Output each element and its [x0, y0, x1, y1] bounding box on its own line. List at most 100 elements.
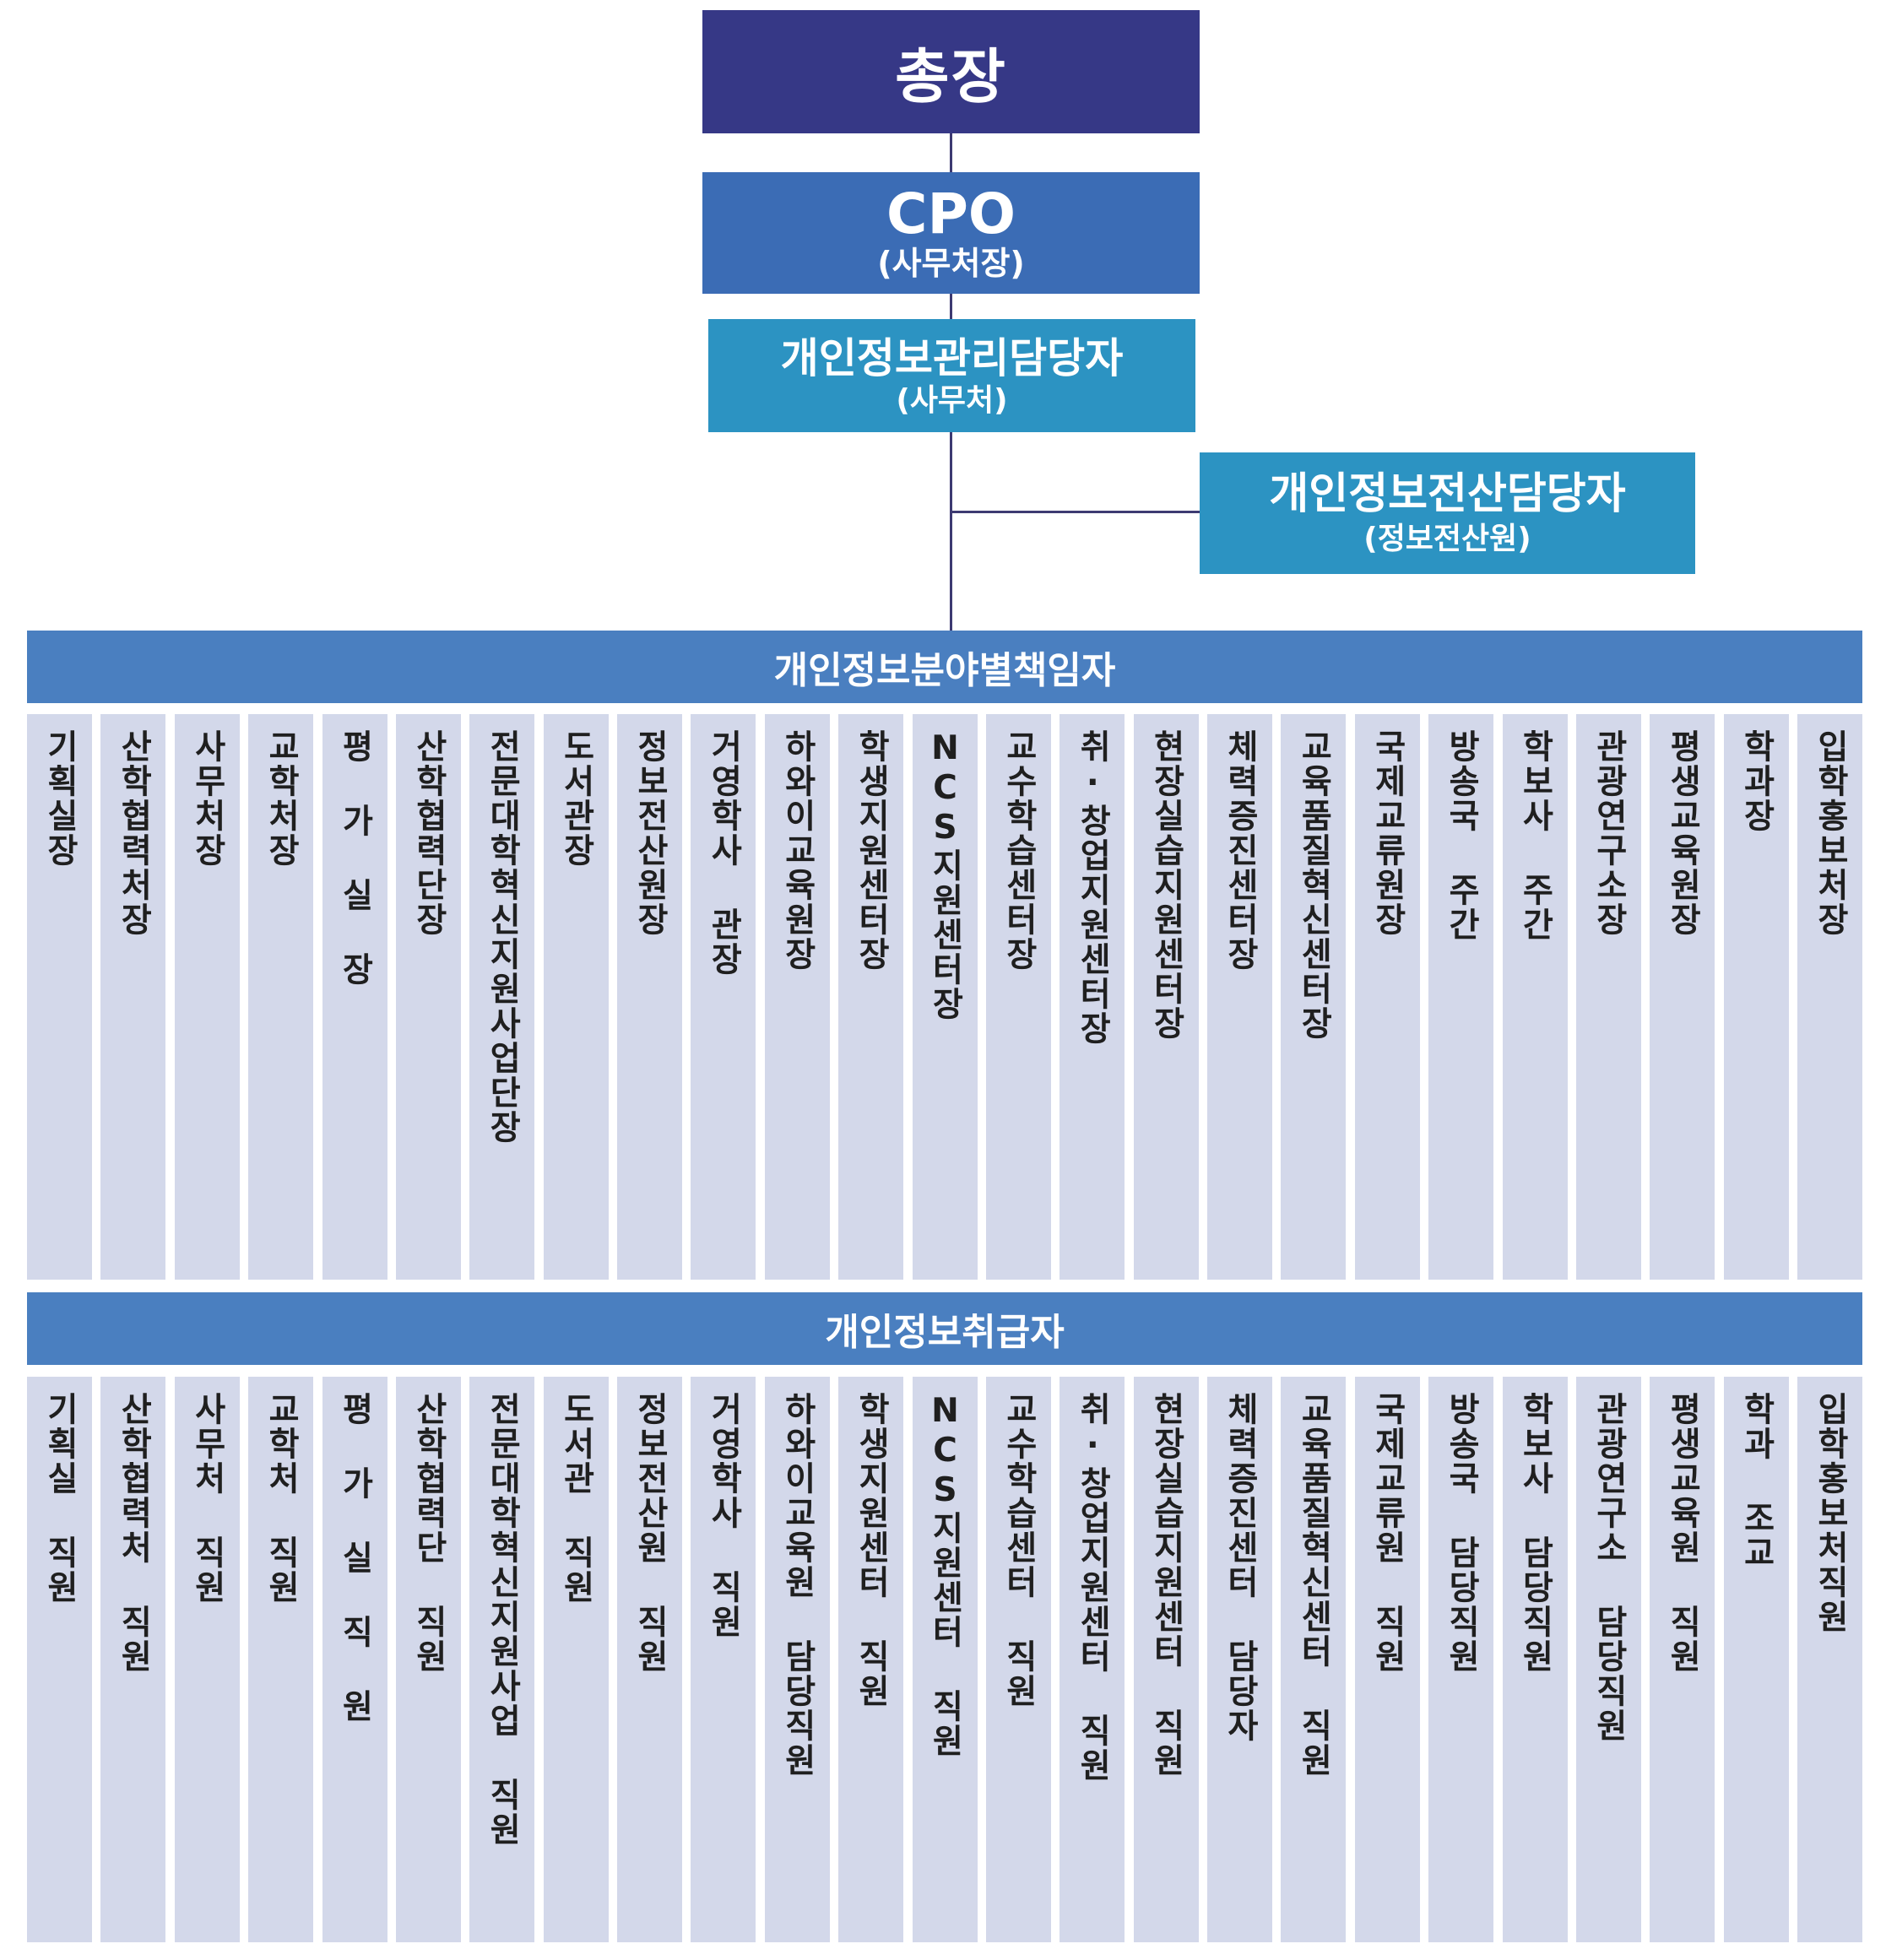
handler-column: 체력증진센터 담당자 [1207, 1377, 1272, 1942]
handler-column: 사무처 직원 [174, 1377, 240, 1942]
handler-label: 교학처 직원 [262, 1392, 301, 1605]
handler-column: NCS지원센터 직원 [912, 1377, 978, 1942]
cpo-subtitle: (사무처장) [877, 245, 1025, 282]
handler-label: 정보전산원 직원 [631, 1392, 669, 1674]
handler-label: 입학홍보처직원 [1811, 1392, 1850, 1634]
handler-label: 학과 조교 [1737, 1392, 1776, 1570]
handler-column: 방송국 담당직원 [1428, 1377, 1494, 1942]
field-officer-label: 관광연구소장 [1590, 729, 1629, 937]
field-officer-column: 평 가 실 장 [322, 714, 387, 1280]
field-officer-label: 사무처장 [188, 729, 227, 868]
handler-label: 취·창업지원센터 직원 [1073, 1392, 1112, 1783]
field-officer-column: 하와이교육원장 [764, 714, 830, 1280]
field-officer-label: 입학홍보처장 [1811, 729, 1850, 937]
field-officer-label: 국제교류원장 [1368, 729, 1407, 937]
field-officer-label: 평 가 실 장 [336, 729, 374, 987]
handler-column: 국제교류원 직원 [1354, 1377, 1420, 1942]
field-officer-column: 현장실습지원센터장 [1133, 714, 1199, 1280]
handler-column: 학생지원센터 직원 [838, 1377, 904, 1942]
field-officer-label: 전문대학혁신지원사업단장 [483, 729, 522, 1145]
field-officer-column: 산학협력처장 [100, 714, 166, 1280]
field-officer-label: 교육품질혁신센터장 [1294, 729, 1333, 1041]
field-officer-column: 학보사 주간 [1502, 714, 1568, 1280]
privacy-manager-title: 개인정보관리담당자 [780, 334, 1124, 382]
privacy-manager-box: 개인정보관리담당자 (사무처) [708, 319, 1195, 432]
field-officer-label: 교수학습센터장 [1000, 729, 1038, 972]
field-officer-column: 체력증진센터장 [1207, 714, 1272, 1280]
handler-label: 체력증진센터 담당자 [1221, 1392, 1260, 1743]
field-officer-label: 거영학사 관장 [704, 729, 743, 977]
field-officer-column: NCS지원센터장 [912, 714, 978, 1280]
handler-column: 취·창업지원센터 직원 [1060, 1377, 1125, 1942]
field-officer-label: 취·창업지원센터장 [1073, 729, 1112, 1046]
handler-label: 관광연구소 담당직원 [1590, 1392, 1629, 1743]
handler-column: 산학협력단 직원 [395, 1377, 461, 1942]
field-officer-label: 산학협력처장 [114, 729, 153, 937]
field-officer-column: 산학협력단장 [395, 714, 461, 1280]
handler-label: 국제교류원 직원 [1368, 1392, 1407, 1674]
field-officer-column: 취·창업지원센터장 [1060, 714, 1125, 1280]
field-officer-column: 학과장 [1723, 714, 1789, 1280]
field-officer-column: 거영학사 관장 [691, 714, 756, 1280]
handler-column: 전문대학혁신지원사업 직원 [469, 1377, 535, 1942]
cpo-box: CPO (사무처장) [702, 172, 1200, 294]
privacy-manager-subtitle: (사무처) [896, 383, 1008, 418]
field-officer-column: 기획실장 [27, 714, 92, 1280]
field-officer-column: 사무처장 [174, 714, 240, 1280]
field-officer-column: 교육품질혁신센터장 [1281, 714, 1347, 1280]
field-officer-label: 정보전산원장 [631, 729, 669, 937]
handler-column: 학과 조교 [1723, 1377, 1789, 1942]
field-officer-label: 하와이교육원장 [778, 729, 817, 972]
president-box: 총장 [702, 10, 1200, 133]
field-officer-column: 입학홍보처장 [1797, 714, 1862, 1280]
field-officer-column: 학생지원센터장 [838, 714, 904, 1280]
handler-label: 방송국 담당직원 [1442, 1392, 1481, 1674]
field-officer-label: 기획실장 [41, 729, 79, 868]
connector-president-cpo [950, 133, 952, 172]
handler-label: 학생지원센터 직원 [852, 1392, 891, 1708]
field-officer-label: 교학처장 [262, 729, 301, 868]
handler-label: 도서관 직원 [557, 1392, 596, 1605]
field-officer-label: 학생지원센터장 [852, 729, 891, 972]
handler-column: 입학홍보처직원 [1797, 1377, 1862, 1942]
handler-label: 거영학사 직원 [704, 1392, 743, 1639]
field-officers-band: 개인정보분야별책임자 [27, 631, 1862, 703]
it-manager-box: 개인정보전산담당자 (정보전산원) [1200, 452, 1695, 574]
it-manager-subtitle: (정보전산원) [1363, 522, 1531, 556]
handlers-band: 개인정보취급자 [27, 1292, 1862, 1365]
field-officer-label: 학보사 주간 [1516, 729, 1554, 942]
field-officer-column: 국제교류원장 [1354, 714, 1420, 1280]
field-officer-label: 방송국 주간 [1442, 729, 1481, 942]
handler-label: 전문대학혁신지원사업 직원 [483, 1392, 522, 1847]
field-officer-label: 평생교육원장 [1663, 729, 1702, 937]
handler-column: 학보사 담당직원 [1502, 1377, 1568, 1942]
handler-label: 사무처 직원 [188, 1392, 227, 1605]
field-officer-label: 학과장 [1737, 729, 1776, 833]
handler-column: 현장실습지원센터 직원 [1133, 1377, 1199, 1942]
it-manager-title: 개인정보전산담당자 [1269, 469, 1626, 519]
handler-label: 평 가 실 직 원 [336, 1392, 374, 1724]
field-officer-column: 평생교육원장 [1650, 714, 1715, 1280]
field-officer-label: 도서관장 [557, 729, 596, 868]
handler-column: 교수학습센터 직원 [985, 1377, 1051, 1942]
handler-column: 교육품질혁신센터 직원 [1281, 1377, 1347, 1942]
handler-column: 기획실 직원 [27, 1377, 92, 1942]
connector-manager-band [950, 432, 952, 631]
handler-label: 산학협력처 직원 [114, 1392, 153, 1674]
handler-label: NCS지원센터 직원 [926, 1392, 964, 1758]
handler-column: 교학처 직원 [248, 1377, 314, 1942]
handlers-row: 기획실 직원 산학협력처 직원 사무처 직원 교학처 직원 평 가 실 직 원 산학협력단… [27, 1377, 1862, 1942]
handler-column: 산학협력처 직원 [100, 1377, 166, 1942]
field-officer-column: 교수학습센터장 [985, 714, 1051, 1280]
handler-label: 학보사 담당직원 [1516, 1392, 1554, 1674]
handler-label: 교육품질혁신센터 직원 [1294, 1392, 1333, 1778]
handler-label: 산학협력단 직원 [409, 1392, 448, 1674]
president-title: 총장 [895, 41, 1007, 111]
handler-column: 정보전산원 직원 [617, 1377, 682, 1942]
connector-cpo-manager [950, 294, 952, 319]
field-officer-column: 교학처장 [248, 714, 314, 1280]
cpo-title: CPO [886, 181, 1016, 246]
handler-column: 하와이교육원 담당직원 [764, 1377, 830, 1942]
handler-label: 교수학습센터 직원 [1000, 1392, 1038, 1708]
field-officer-column: 정보전산원장 [617, 714, 682, 1280]
